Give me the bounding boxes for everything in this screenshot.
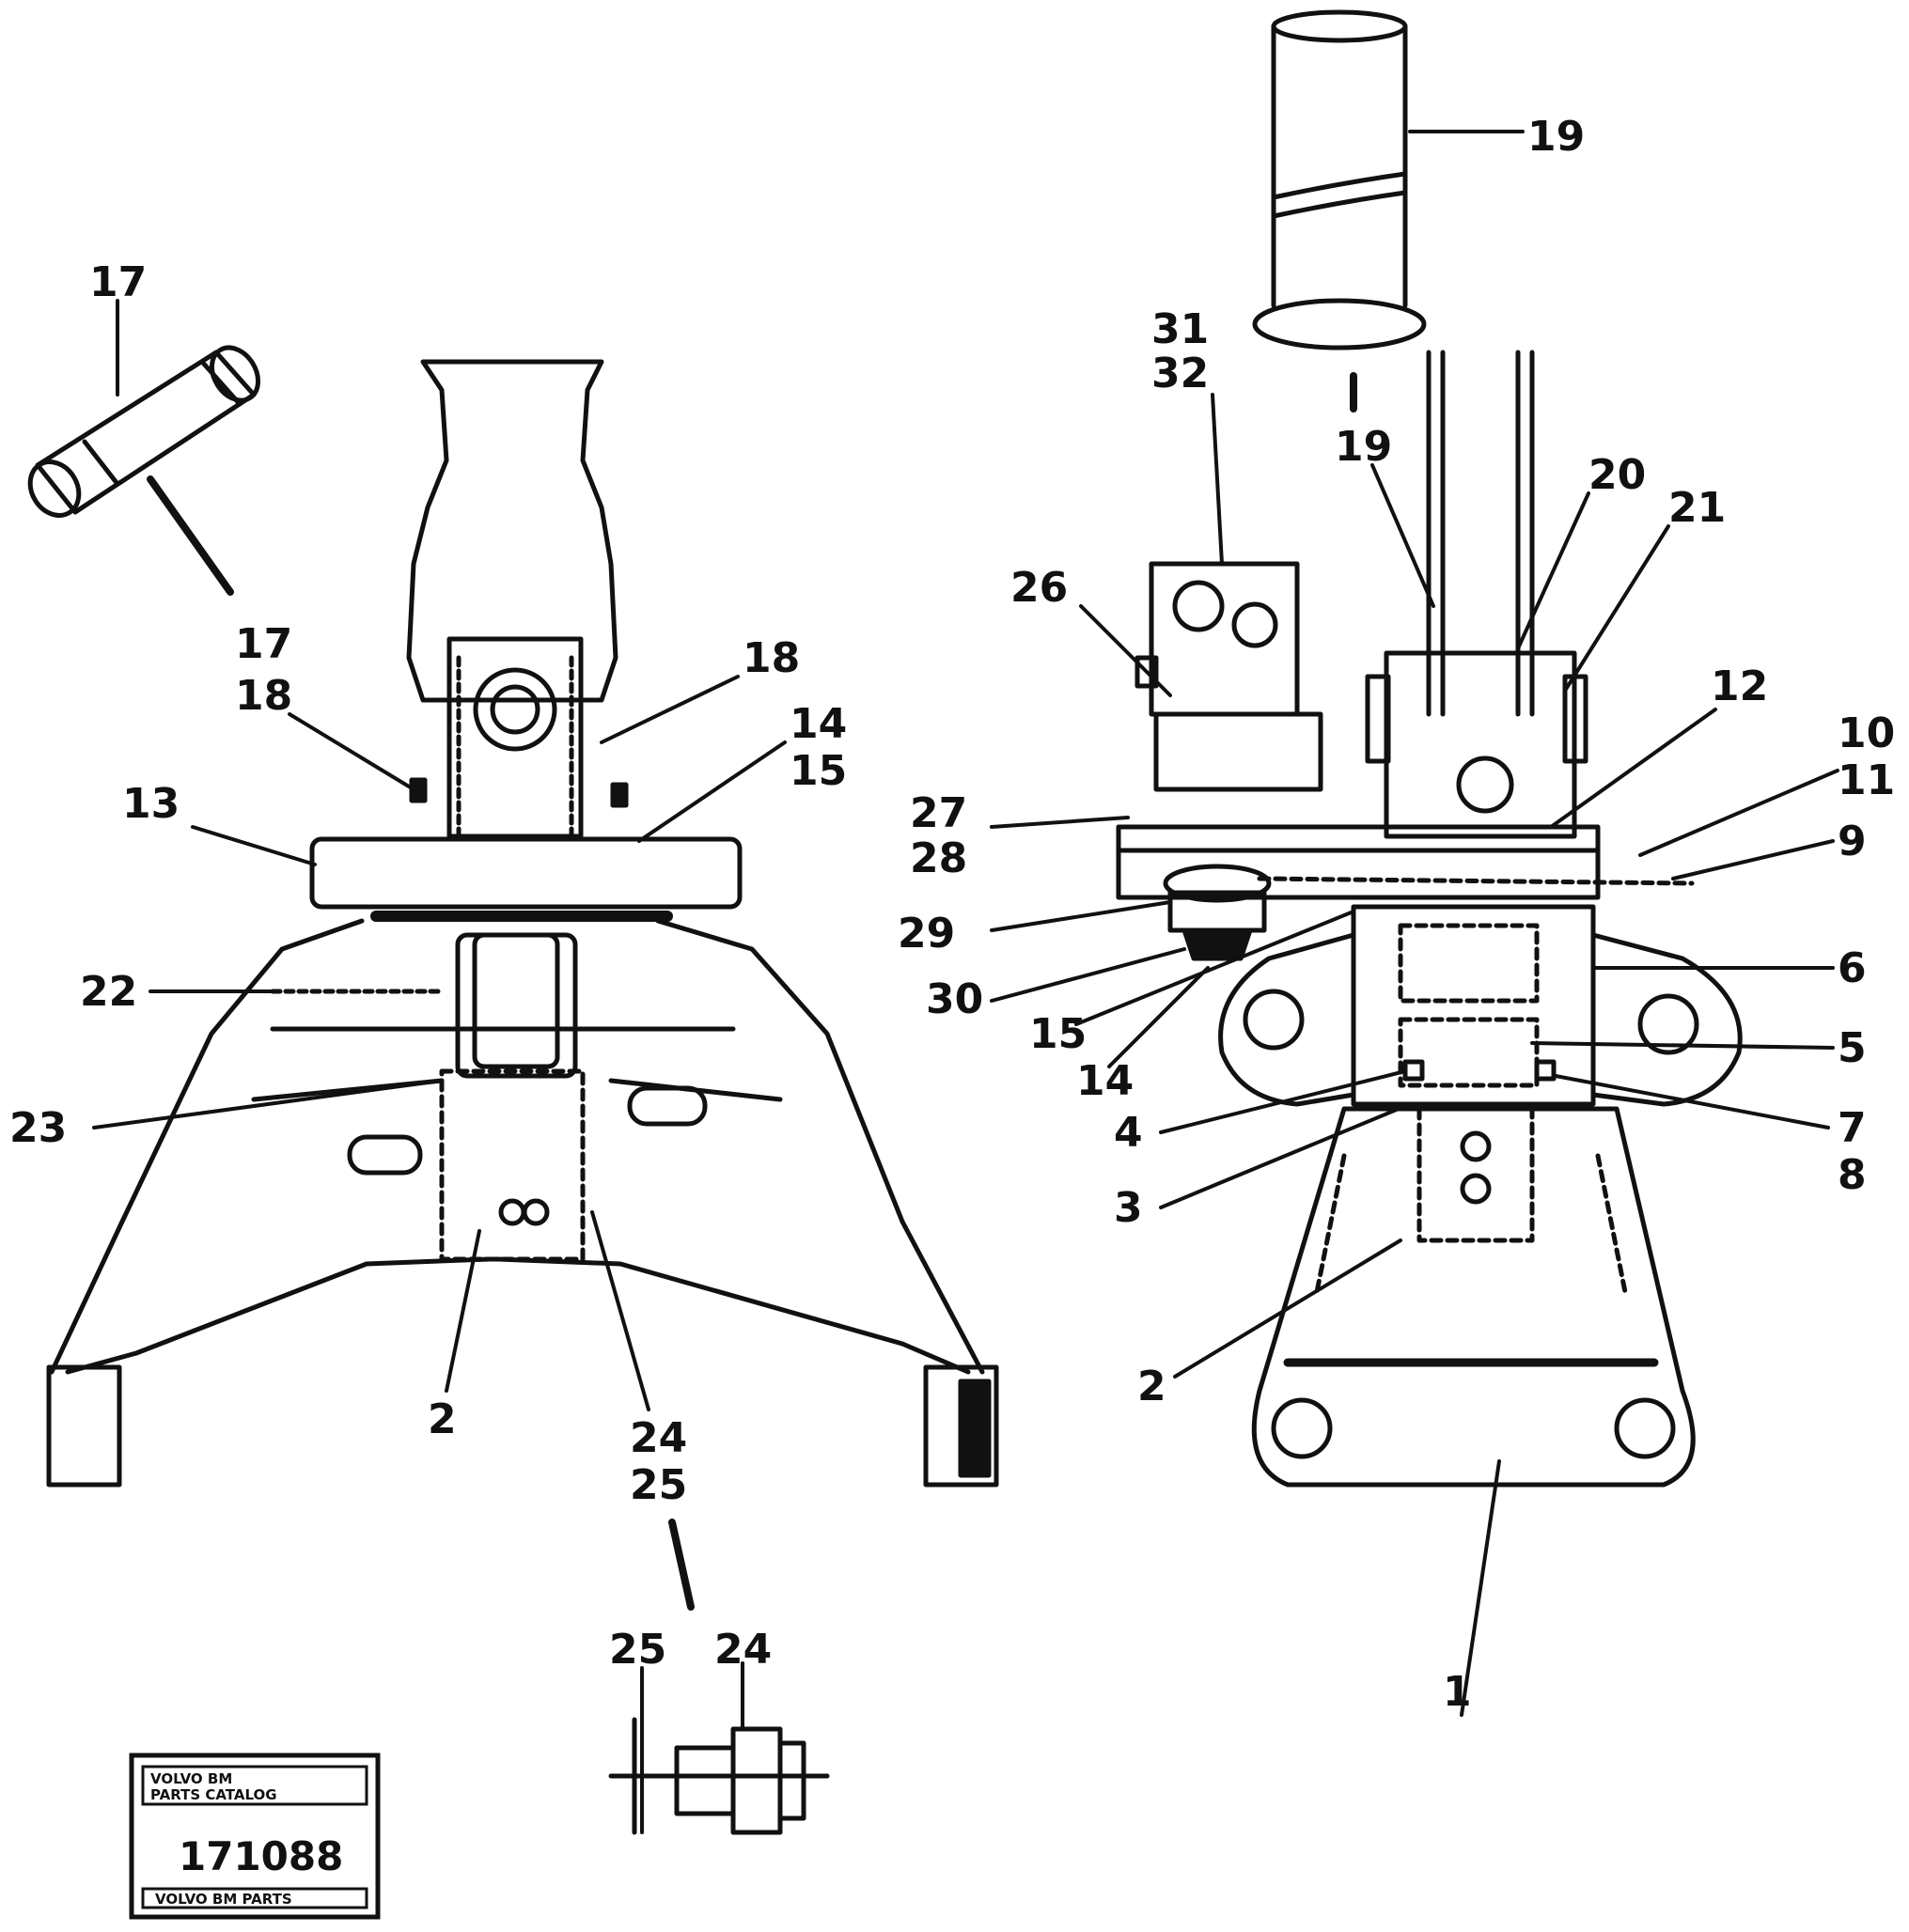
callout-2-right: 2 <box>1137 1363 1166 1410</box>
leader-lines <box>92 130 1839 1834</box>
callout-25-fitting: 25 <box>609 1626 666 1674</box>
callout-32: 32 <box>1151 350 1209 397</box>
callout-1: 1 <box>1443 1668 1472 1716</box>
callout-28: 28 <box>910 834 967 882</box>
callout-15-right: 15 <box>1029 1010 1087 1058</box>
seat-column <box>406 359 629 839</box>
catalog-badge: VOLVO BM PARTS CATALOG 171088 VOLVO BM P… <box>129 1753 381 1920</box>
part-13-plate <box>309 836 743 910</box>
left-frame <box>46 918 999 1488</box>
callout-30: 30 <box>926 975 983 1023</box>
right-housing <box>1218 904 1743 1107</box>
callout-9: 9 <box>1838 818 1867 865</box>
callout-12: 12 <box>1711 662 1768 710</box>
callout-19-top: 19 <box>1527 113 1585 161</box>
callout-labels: 17 17 18 18 14 15 13 22 23 2 24 25 25 24… <box>9 113 1895 1716</box>
callout-4: 4 <box>1114 1109 1143 1157</box>
callout-23: 23 <box>9 1104 67 1152</box>
callout-27: 27 <box>910 789 967 837</box>
badge-footer: VOLVO BM PARTS <box>155 1891 292 1908</box>
callout-18-left: 18 <box>235 672 292 720</box>
callout-19-lower: 19 <box>1335 423 1392 471</box>
callout-3: 3 <box>1114 1184 1143 1232</box>
callout-7: 7 <box>1838 1104 1867 1152</box>
callout-22: 22 <box>80 968 137 1016</box>
callout-25-left: 25 <box>630 1461 687 1509</box>
callout-17-top: 17 <box>89 258 147 306</box>
left-assembly <box>27 345 999 1835</box>
callout-10: 10 <box>1838 709 1895 757</box>
callout-26: 26 <box>1010 564 1068 612</box>
badge-subtitle: PARTS CATALOG <box>150 1786 277 1803</box>
callout-20: 20 <box>1588 451 1646 499</box>
callout-14-left: 14 <box>790 700 847 748</box>
right-plate <box>1116 824 1695 961</box>
callout-6: 6 <box>1838 944 1867 992</box>
part-17-pin <box>27 345 261 518</box>
callout-21: 21 <box>1668 484 1726 532</box>
callout-18-right: 18 <box>743 634 800 682</box>
part-24-25-fitting <box>608 1717 830 1835</box>
callout-2-left: 2 <box>428 1395 457 1443</box>
callout-31: 31 <box>1151 305 1209 353</box>
callout-24-left: 24 <box>630 1414 687 1462</box>
callout-13: 13 <box>122 780 180 828</box>
callout-15-left: 15 <box>790 747 847 795</box>
callout-14-right: 14 <box>1076 1057 1134 1105</box>
callout-5: 5 <box>1838 1024 1867 1072</box>
pedal-block <box>1365 650 1588 839</box>
callout-8: 8 <box>1838 1151 1867 1199</box>
callout-29: 29 <box>898 910 955 958</box>
badge-brand: VOLVO BM <box>150 1770 232 1787</box>
lower-bracket <box>1251 1106 1696 1488</box>
part-31-32-valve <box>1134 561 1323 792</box>
badge-number: 171088 <box>179 1833 343 1879</box>
callout-11: 11 <box>1838 756 1895 804</box>
callout-24-fitting: 24 <box>714 1626 772 1674</box>
right-assembly <box>1116 9 1743 1488</box>
callout-17-lower: 17 <box>235 620 292 668</box>
